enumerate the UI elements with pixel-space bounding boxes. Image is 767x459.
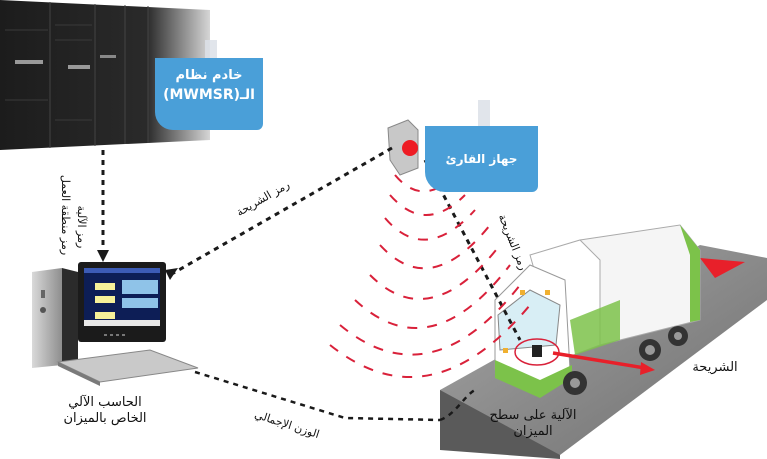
- server-label-line1: خادم نظام: [175, 68, 243, 83]
- server-label-line2: الـ(MWMSR): [163, 87, 255, 103]
- computer-label-line1: الحاسب الآلي: [68, 395, 142, 410]
- vehicle-on-scale-label: الآلية على سطح الميزان: [478, 408, 588, 439]
- computer-label: الحاسب الآلي الخاص بالميزان: [40, 395, 170, 426]
- link-scale-computer: [194, 370, 441, 422]
- computer-label-line2: الخاص بالميزان: [63, 410, 147, 426]
- tag-label: الشريحة: [692, 360, 738, 375]
- tape: [478, 100, 490, 128]
- vehicle-code-label: رمز الآلية: [75, 205, 88, 249]
- vehicle-label-line1: الآلية على سطح: [489, 408, 577, 423]
- tape: [205, 40, 217, 62]
- link-reader-computer: [169, 146, 393, 277]
- server-label: خادم نظام الـ(MWMSR): [155, 58, 263, 130]
- work-area-code-label: رمز منطقة العمل: [59, 174, 72, 256]
- reader-label: جهاز القارئ: [425, 126, 538, 192]
- reader-label-text: جهاز القارئ: [445, 152, 518, 166]
- vehicle-label-line2: الميزان: [513, 423, 553, 439]
- rf-waves: [329, 174, 531, 378]
